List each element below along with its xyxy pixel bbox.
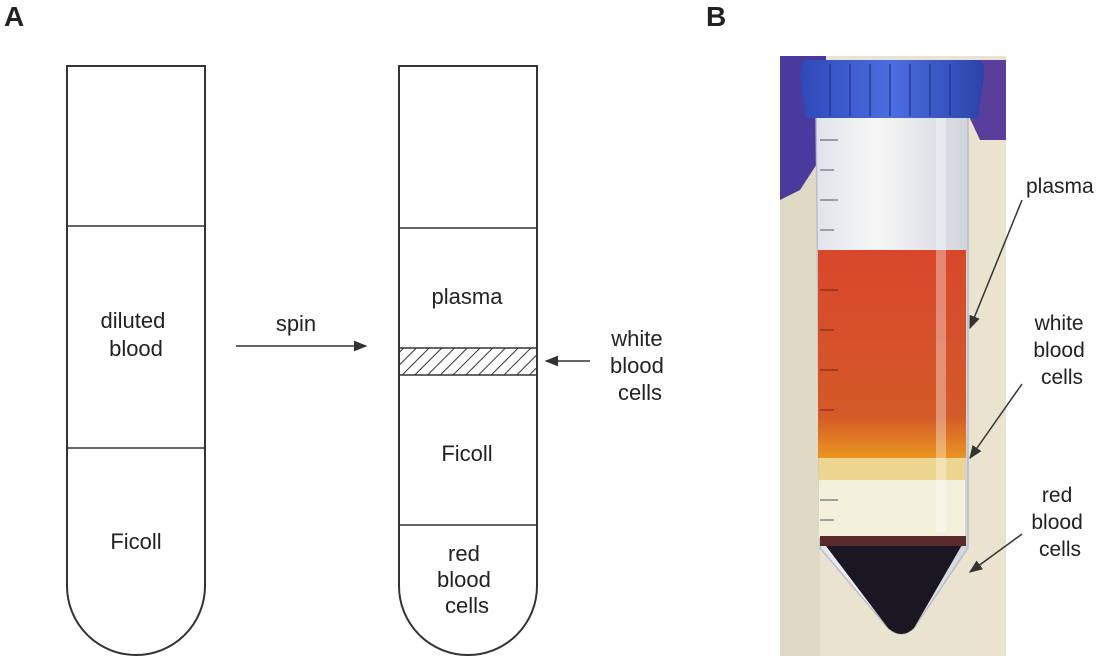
spin-label: spin — [276, 311, 316, 336]
photo-plasma-label: plasma — [1026, 175, 1094, 198]
photo-callouts: plasma white blood cells red blood cells — [968, 175, 1094, 573]
wbc-callout-line-2: blood — [610, 353, 664, 378]
photo-ficoll-layer — [819, 458, 965, 480]
red-blood-cells-label: red blood cells — [437, 541, 497, 618]
rbc-line-1: red — [448, 541, 480, 566]
rbc-line-3: cells — [445, 593, 489, 618]
rbc-line-2: blood — [437, 567, 491, 592]
photo-plasma-arrow — [969, 199, 1023, 330]
cap-ridges — [829, 64, 951, 116]
photo-rbc-label: red blood cells — [1031, 484, 1088, 561]
panel-label-a: A — [4, 1, 24, 32]
wbc-callout-line-3: cells — [618, 380, 662, 405]
wbc-callout-line-1: white — [610, 326, 662, 351]
photo-plasma-layer — [818, 250, 966, 458]
glass-highlight — [936, 112, 946, 532]
diluted-blood-label: diluted blood — [101, 308, 172, 361]
photo-rbc-arrow — [968, 533, 1023, 573]
panel-label-b: B — [706, 1, 726, 32]
photo-buffy-layer — [819, 480, 965, 538]
photo-rbc-line-2: blood — [1031, 511, 1082, 534]
tube-photograph — [780, 56, 1006, 656]
tube-cap — [800, 60, 985, 118]
ficoll-label-after: Ficoll — [441, 441, 492, 466]
photo-rbc-pellet — [820, 538, 966, 634]
diluted-blood-line-1: diluted — [101, 308, 166, 333]
photo-rbc-line-3: cells — [1039, 538, 1081, 561]
tube-before-spin: diluted blood Ficoll — [66, 65, 206, 656]
photo-wbc-line-2: blood — [1033, 339, 1084, 362]
photo-wbc-line-1: white — [1034, 312, 1084, 335]
wbc-callout: white blood cells — [544, 326, 670, 405]
white-blood-cell-band — [398, 347, 538, 376]
photo-wbc-arrow — [969, 383, 1023, 460]
tube-after-spin: plasma Ficoll red blood cells — [398, 65, 538, 656]
photo-rbc-top — [820, 536, 966, 546]
photo-wbc-line-3: cells — [1041, 366, 1083, 389]
spin-step: spin — [236, 311, 368, 352]
tube-before-outline — [66, 65, 206, 656]
tube-after-outline — [398, 65, 538, 656]
plasma-label: plasma — [432, 284, 504, 309]
photo-wbc-label: white blood cells — [1033, 312, 1090, 389]
diluted-blood-line-2: blood — [109, 336, 163, 361]
ficoll-label-before: Ficoll — [110, 529, 161, 554]
graduation-marks — [820, 139, 838, 521]
photo-rbc-line-1: red — [1042, 484, 1072, 507]
wbc-callout-label: white blood cells — [610, 326, 670, 405]
